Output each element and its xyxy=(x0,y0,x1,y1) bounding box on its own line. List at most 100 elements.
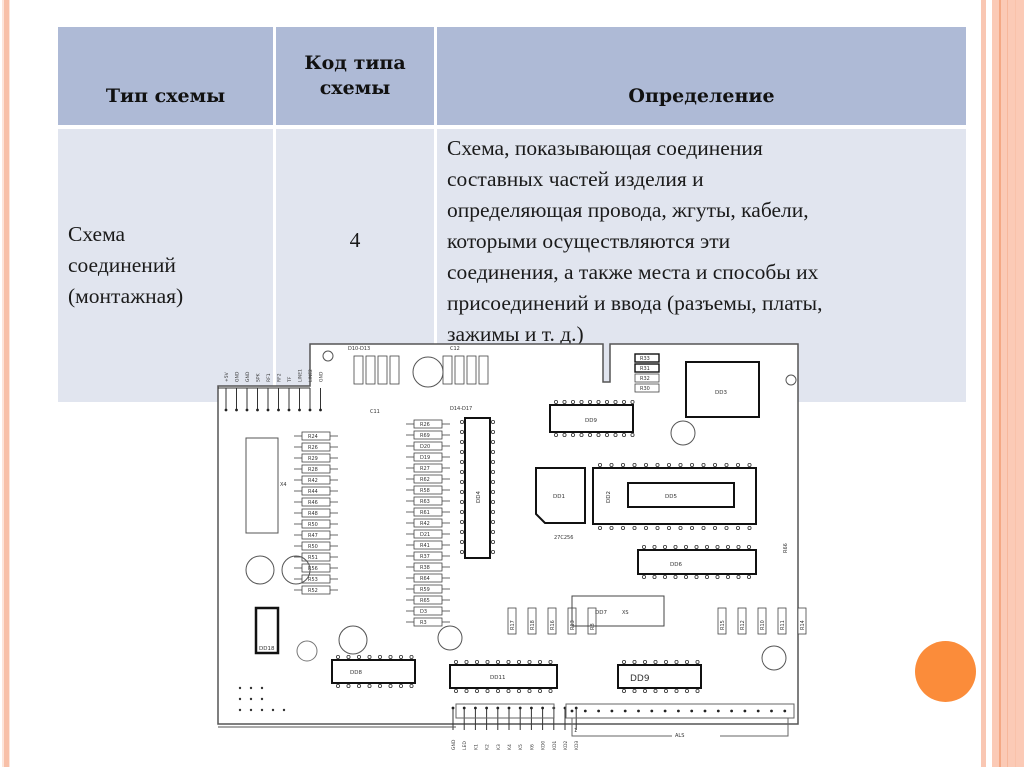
pin-label: GND xyxy=(319,371,325,382)
x4-label: X4 xyxy=(280,482,287,488)
ic-pin xyxy=(459,450,464,455)
ic-pin xyxy=(724,525,729,530)
ic-pin xyxy=(336,654,341,659)
resistor-label: R50 xyxy=(308,544,318,550)
resistor-label: R52 xyxy=(308,588,318,594)
chip-label: DD9 xyxy=(630,674,650,684)
header-code-line1: Код типа xyxy=(304,52,406,75)
pin-pad xyxy=(583,709,587,713)
resistor-label: R61 xyxy=(420,510,430,516)
resistor-label: R63 xyxy=(420,499,430,505)
resistor-label: R46 xyxy=(308,500,318,506)
chip-label: DD5 xyxy=(665,494,677,500)
pin-pad xyxy=(783,709,787,713)
ic-pin xyxy=(579,433,584,438)
eprom-label: 27C256 xyxy=(554,535,573,541)
resistor-label: R42 xyxy=(420,521,430,527)
pin-one-label: 1 xyxy=(574,728,577,734)
ic-pin xyxy=(537,659,542,664)
pin-pad xyxy=(485,706,488,710)
ic-pin xyxy=(596,433,601,438)
pin-pad xyxy=(235,408,238,412)
resistor-label: R13 xyxy=(570,620,576,630)
ic-pin xyxy=(736,574,741,579)
pin-pad xyxy=(308,408,312,412)
ic-pin xyxy=(459,420,464,425)
pad xyxy=(249,708,253,712)
ic-pin xyxy=(747,544,752,549)
chip-label: DD3 xyxy=(715,390,727,396)
ic-pin xyxy=(527,659,532,664)
ic-pin xyxy=(346,683,351,688)
ic-pin xyxy=(453,688,458,693)
ic-pin xyxy=(562,433,567,438)
ic-pin xyxy=(747,574,752,579)
resistor-label: D3 xyxy=(420,609,427,615)
right-stripe-line xyxy=(1007,0,1008,767)
ic-pin xyxy=(712,463,717,468)
pin-label: KD2 xyxy=(563,741,569,750)
resistor-label: R12 xyxy=(740,620,746,630)
chip-dd8 xyxy=(331,659,416,684)
pin-pad xyxy=(623,709,627,713)
ic-pin xyxy=(459,440,464,445)
ic-pin xyxy=(459,460,464,465)
resistor-label: R41 xyxy=(420,543,430,549)
header-code-line2: схемы xyxy=(319,77,391,99)
pin-pad xyxy=(650,709,654,713)
pin-label: KD3 xyxy=(574,741,580,750)
chip-label: DD11 xyxy=(490,675,505,681)
right-stripe-line xyxy=(999,0,1001,767)
resistor-label: R31 xyxy=(640,366,650,372)
ic-pin xyxy=(485,688,490,693)
pad xyxy=(238,708,242,712)
pin-label: K6 xyxy=(529,744,535,750)
pin-pad xyxy=(224,408,228,412)
ic-pin xyxy=(604,400,609,405)
ic-pin xyxy=(490,529,495,534)
resistor-label: R15 xyxy=(720,620,726,630)
resistor-label: R10 xyxy=(760,620,766,630)
chip-label: DD18 xyxy=(259,646,275,652)
ic-pin xyxy=(587,433,592,438)
ic-pin xyxy=(490,519,495,524)
ic-pin xyxy=(673,544,678,549)
pin-pad xyxy=(703,709,707,713)
ic-pin xyxy=(678,525,683,530)
chip-dd6 xyxy=(637,549,757,575)
resistor-label: R66 xyxy=(783,543,789,553)
resistor-label: R50 xyxy=(308,522,318,528)
ic-pin xyxy=(663,659,668,664)
pin-label: K3 xyxy=(496,744,502,750)
pin-label: GND xyxy=(235,371,241,382)
ic-pin xyxy=(490,479,495,484)
ic-pin xyxy=(621,688,626,693)
pad xyxy=(271,708,275,712)
capacitor-c18 xyxy=(245,555,275,585)
ic-pin xyxy=(613,400,618,405)
chip-label: DD1 xyxy=(553,494,565,500)
pin-label: RF2 xyxy=(277,373,283,382)
pin-pad xyxy=(451,706,455,710)
ic-pin xyxy=(613,433,618,438)
ic-pin xyxy=(704,544,709,549)
resistor-label: R64 xyxy=(420,576,430,582)
ic-pin xyxy=(495,688,500,693)
type-line: соединений xyxy=(68,253,176,278)
ic-pin xyxy=(653,659,658,664)
pin-pad xyxy=(530,706,533,710)
pin-pad xyxy=(474,706,477,710)
capacitor-c5 xyxy=(670,420,696,446)
resistor xyxy=(634,373,660,383)
ic-pin xyxy=(490,420,495,425)
ic-pin xyxy=(683,544,688,549)
schema-definition-table: Тип схемы Код типа схемы Определение Схе… xyxy=(58,27,966,402)
resistor xyxy=(797,607,807,635)
resistor xyxy=(737,607,747,635)
ic-pin xyxy=(662,544,667,549)
ic-pin xyxy=(694,544,699,549)
pin-label: LINE2 xyxy=(308,369,314,382)
resistor xyxy=(634,383,660,393)
pin-label: TF xyxy=(287,376,293,383)
resistor-label: R58 xyxy=(420,488,430,494)
